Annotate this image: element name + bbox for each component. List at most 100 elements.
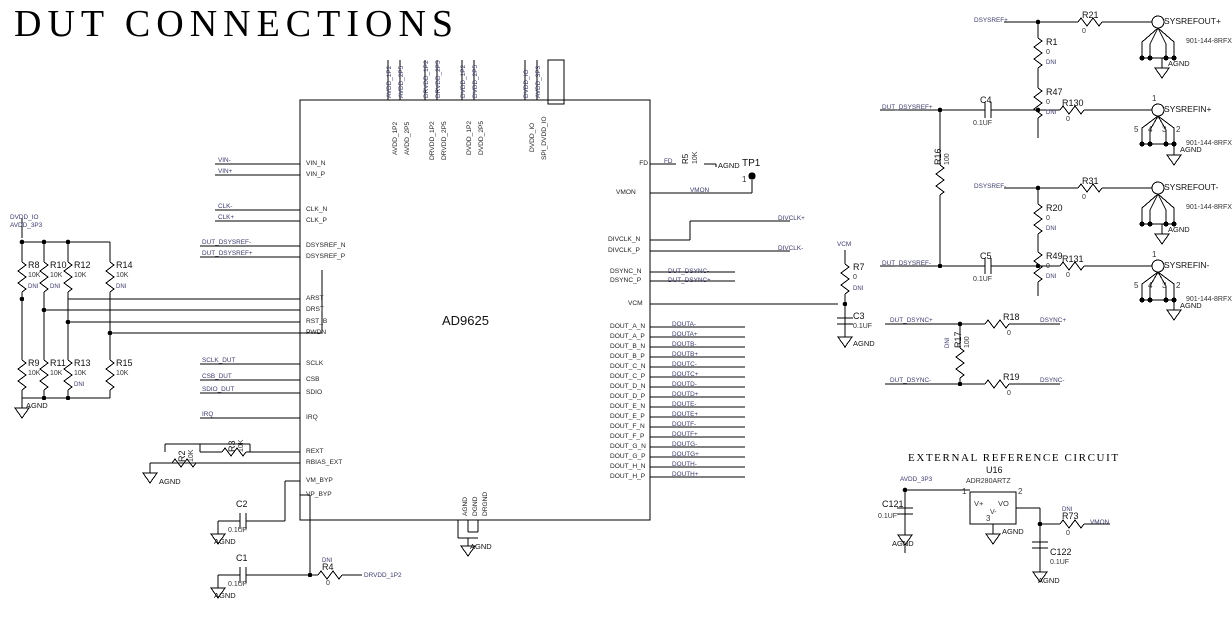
u16-pin-name-vo: VO [998, 499, 1009, 508]
connector-pin-1-sysrefin-p: 1 [1152, 94, 1157, 103]
gnd-label-c2: AGND [214, 537, 236, 546]
ic-left-pin-pwdn: PWDN [306, 329, 327, 336]
resistor-ref-r130: R130 [1062, 98, 1084, 108]
net-dut-dsysref-n-right: DUT_DSYSREF- [882, 260, 932, 267]
ic-left-pin-drst: DRST [306, 306, 324, 313]
u16-pin-name-vminus: V- [990, 509, 997, 516]
net-dsysref-n: DSYSREF- [974, 183, 1007, 190]
net-dout-5: DOUTC+ [672, 371, 699, 378]
resistor-ref-r9: R9 [28, 358, 40, 368]
net-divclk-p: DIVCLK+ [778, 215, 805, 222]
ic-left-pin-rext: REXT [306, 448, 324, 455]
connector-label-sysrefin-p[interactable]: SYSREFIN+ [1164, 104, 1212, 114]
ic-dout-pin-13: DOUT_G_P [610, 453, 646, 460]
net-divclk-n: DIVCLK- [778, 245, 804, 252]
connector-label-sysrefout-p[interactable]: SYSREFOUT+ [1164, 16, 1221, 26]
ic-dout-pin-7: DOUT_D_P [610, 393, 646, 400]
cap-value-c4: 0.1UF [973, 120, 993, 127]
resistor-ref-r7: R7 [853, 262, 865, 272]
net-dut-dsysref-p: DUT_DSYSREF+ [202, 250, 253, 257]
resistor-value-r3: 10K [238, 439, 245, 452]
resistor-ref-r5: R5 [681, 153, 690, 164]
net-sdio-dut: SDIO_DUT [202, 386, 235, 393]
net-top-6: DVDD_IO [523, 69, 530, 98]
gnd-label-c1: AGND [214, 591, 236, 600]
resistor-ref-r14: R14 [116, 260, 133, 270]
resistor-value-r2: 10K [188, 449, 195, 462]
net-avdd-3p3-extref: AVDD_3P3 [900, 476, 933, 483]
connector-label-sysrefin-n[interactable]: SYSREFIN- [1164, 260, 1210, 270]
cap-ref-c2: C2 [236, 499, 248, 509]
resistor-dni-r17: DNI [945, 337, 951, 348]
ic-dout-pin-5: DOUT_C_P [610, 373, 646, 380]
testpoint-ref-tp1: TP1 [742, 158, 761, 169]
connector-label-sysrefout-n[interactable]: SYSREFOUT- [1164, 182, 1219, 192]
gnd-label-sysrefin-p: AGND [1180, 145, 1202, 154]
net-top-0: AVDD_1P2 [386, 65, 393, 98]
net-dut-dsysref-n: DUT_DSYSREF- [202, 239, 252, 246]
net-dsync-p: DSYNC+ [1040, 317, 1067, 324]
ic-top-pin-4: DVDD_1P2 [466, 120, 473, 155]
ic-left-pin-clk-n: CLK_N [306, 206, 328, 213]
resistor-value-r130: 0 [1066, 116, 1070, 123]
resistor-value-r20: 0 [1046, 215, 1050, 222]
net-dout-4: DOUTC- [672, 361, 697, 368]
ic-left-pin-vin-n: VIN_N [306, 160, 326, 167]
ic-top-pin-5: DVDD_2P5 [478, 120, 485, 155]
net-clk-n: CLK- [218, 203, 233, 210]
gnd-label-pullup: AGND [26, 401, 48, 410]
ic-dout-pin-8: DOUT_E_N [610, 403, 646, 410]
net-top-3: DRVDD_2P5 [435, 60, 442, 98]
resistor-ref-r17: R17 [953, 331, 963, 348]
ic-dout-pin-6: DOUT_D_N [610, 383, 646, 390]
cap-value-c121: 0.1UF [878, 513, 898, 520]
testpoint-pin-tp1: 1 [742, 175, 747, 184]
ic-top-pin-3: DRVDD_2P5 [441, 121, 448, 160]
resistor-value-r49: 0 [1046, 263, 1050, 270]
gnd-label-c121: AGND [892, 539, 914, 548]
net-dsysref-p: DSYSREF+ [974, 17, 1008, 24]
gnd-label-sysrefout-n: AGND [1168, 225, 1190, 234]
net-top-1: AVDD_2P5 [398, 65, 405, 98]
ic-left-pin-vm-byp: VM_BYP [306, 477, 333, 484]
resistor-ref-r131: R131 [1062, 254, 1084, 264]
net-dout-9: DOUTE+ [672, 411, 699, 418]
resistor-ref-r13: R13 [74, 358, 91, 368]
gnd-label-sysrefin-n: AGND [1180, 301, 1202, 310]
resistor-value-r5: 10K [692, 151, 699, 164]
resistor-ref-r1: R1 [1046, 37, 1058, 47]
gnd-label-u16: AGND [1002, 527, 1024, 536]
connector-pin-2-sysrefin-n: 2 [1176, 281, 1181, 290]
net-top-7: AVDD_3P3 [535, 65, 542, 98]
resistor-ref-r8: R8 [28, 260, 40, 270]
net-top-4: DVDD_1P2 [460, 64, 467, 98]
ic-dout-pin-9: DOUT_E_P [610, 413, 645, 420]
ic-designator: AD9625 [442, 313, 489, 328]
net-dout-2: DOUTB- [672, 341, 697, 348]
net-irq: IRQ [202, 411, 214, 418]
net-fd: FD [664, 158, 673, 165]
net-vin-p: VIN+ [218, 168, 233, 175]
u16-pin-num-2: 2 [1018, 487, 1023, 496]
net-sclk-dut: SCLK_DUT [202, 357, 236, 364]
resistor-ref-r3: R3 [227, 440, 237, 452]
connector-pin-3-sysrefin-p: 3 [1162, 125, 1167, 134]
resistor-value-r1: 0 [1046, 49, 1050, 56]
gnd-label-fd: AGND [718, 161, 740, 170]
resistor-dni-r7: DNI [853, 286, 864, 292]
ic-right-pin-vmon: VMON [616, 189, 636, 196]
connector-pin-3-sysrefin-n: 3 [1162, 281, 1167, 290]
ic-ref-u16: U16 [986, 465, 1003, 475]
resistor-value-r21: 0 [1082, 28, 1086, 35]
connector-pin-5-sysrefin-p: 5 [1134, 125, 1139, 134]
cap-value-c2: 0.1UF [228, 527, 248, 534]
ic-dout-pin-11: DOUT_F_P [610, 433, 645, 440]
ic-left-pin-rbias-ext: RBIAS_EXT [306, 459, 343, 466]
net-dout-12: DOUTG- [672, 441, 698, 448]
ic-left-pin-arst: ARST [306, 295, 324, 302]
connector-part-sysrefin-p: 901-144-8RFX [1186, 140, 1232, 147]
cap-ref-c1: C1 [236, 553, 248, 563]
ic-right-pin-divclk-p: DIVCLK_P [608, 247, 640, 254]
resistor-ref-r15: R15 [116, 358, 133, 368]
